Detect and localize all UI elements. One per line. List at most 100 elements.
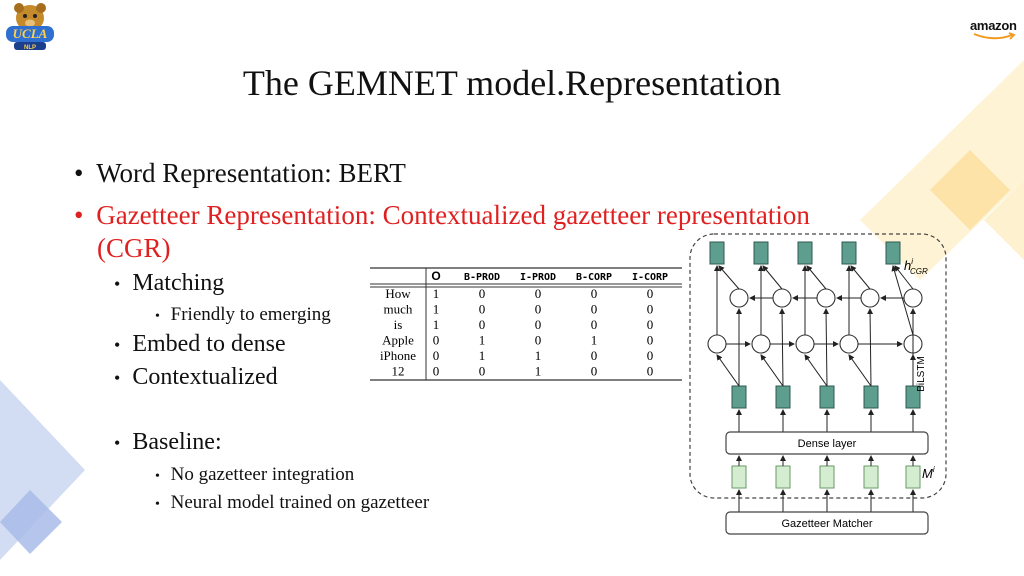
match-vector <box>819 465 835 489</box>
dense-layer-label: Dense layer <box>798 438 857 450</box>
table-cell: 0 <box>535 286 542 301</box>
table-cell: 0 <box>591 302 598 317</box>
bilstm-label: BiLSTM <box>916 356 927 392</box>
input-arrow <box>804 354 828 387</box>
table-cell: 0 <box>647 333 654 348</box>
svg-text:UCLA: UCLA <box>13 26 48 41</box>
table-header-cell: I-CORP <box>632 272 668 283</box>
table-row-word: iPhone <box>380 348 416 363</box>
bullet-gazetteer-representation-continued: (CGR) <box>97 233 171 264</box>
table-cell: 0 <box>647 364 654 379</box>
table-cell: 0 <box>647 317 654 332</box>
bullet-text: No gazetteer integration <box>170 464 355 485</box>
table-cell: 0 <box>647 348 654 363</box>
svg-text:NLP: NLP <box>24 45 36 51</box>
cgr-module-outline <box>689 233 947 499</box>
sub-bullet-matching: • Matching <box>114 270 224 297</box>
table-row-word: How <box>385 286 411 301</box>
output-vector <box>885 241 901 265</box>
sub-bullet-contextualized: • Contextualized <box>114 364 278 391</box>
input-arrow <box>823 308 830 387</box>
table-row-word: 12 <box>392 364 405 379</box>
decor-shapes-left <box>0 380 85 560</box>
m-sup: i <box>933 465 935 474</box>
forward-lstm-cell <box>751 334 771 354</box>
table-cell: 0 <box>479 317 486 332</box>
table-cell: 0 <box>591 317 598 332</box>
table-header-cell: B-CORP <box>576 272 612 283</box>
backward-lstm-cell <box>860 288 880 308</box>
table-header-cell: I-PROD <box>520 272 556 283</box>
table-cell: 0 <box>591 348 598 363</box>
bullet-marker: • <box>114 274 121 294</box>
forward-lstm-cell <box>839 334 859 354</box>
table-cell: 0 <box>591 286 598 301</box>
table-cell: 1 <box>433 302 440 317</box>
bullet-marker: • <box>114 433 121 453</box>
dense-layer-box <box>725 431 929 455</box>
output-arrow <box>850 265 871 290</box>
output-arrow <box>894 265 914 290</box>
bullet-text: Matching <box>132 270 225 296</box>
input-arrow <box>760 354 784 387</box>
output-arrow <box>891 265 914 336</box>
dense-vector <box>819 385 835 409</box>
sub-sub-bullet-no-gazetteer: • No gazetteer integration <box>155 464 354 486</box>
bullet-text: Gazetteer Representation: Contextualized… <box>96 200 810 230</box>
gazetteer-matcher-label: Gazetteer Matcher <box>781 518 872 530</box>
forward-lstm-cell <box>707 334 727 354</box>
table-cell: 0 <box>433 348 440 363</box>
bullet-marker: • <box>74 158 84 188</box>
bullet-marker: • <box>74 200 84 230</box>
table-header-cell: B-PROD <box>464 272 500 283</box>
bullet-marker: • <box>114 368 121 388</box>
m-label: Mi <box>922 465 935 481</box>
bullet-text: Word Representation: BERT <box>96 158 406 188</box>
dense-vector <box>731 385 747 409</box>
output-vector <box>753 241 769 265</box>
backward-lstm-cell <box>729 288 749 308</box>
output-arrow <box>718 265 740 290</box>
backward-lstm-cell <box>903 288 923 308</box>
table-cell: 0 <box>479 364 486 379</box>
table-row-word: much <box>384 302 413 317</box>
bullet-marker: • <box>155 469 160 484</box>
bullet-text: (CGR) <box>97 233 171 263</box>
output-vector <box>709 241 725 265</box>
sub-bullet-baseline: • Baseline: <box>114 429 222 456</box>
backward-lstm-cell <box>772 288 792 308</box>
table-cell: 0 <box>535 317 542 332</box>
ucla-nlp-logo: UCLA NLP <box>6 3 54 51</box>
output-arrow <box>762 265 783 290</box>
table-cell: 1 <box>535 364 542 379</box>
table-cell: 1 <box>433 317 440 332</box>
table-cell: 1 <box>479 333 486 348</box>
h-cgr-base: h <box>904 258 911 273</box>
table-cell: 0 <box>479 302 486 317</box>
table-cell: 0 <box>647 302 654 317</box>
slide-title: The GEMNET model.Representation <box>242 63 782 103</box>
bullet-marker: • <box>155 497 160 512</box>
bullet-marker: • <box>114 335 121 355</box>
amazon-logo-text: amazon <box>970 18 1017 33</box>
table-cell: 1 <box>591 333 598 348</box>
table-header-cell: O <box>431 269 440 283</box>
table-row-word: Apple <box>382 333 414 348</box>
decor-shapes-right <box>860 60 1024 280</box>
output-vector <box>797 241 813 265</box>
table-row-word: is <box>394 317 403 332</box>
bullet-text: Friendly to emerging <box>170 304 331 325</box>
table-cell: 0 <box>647 286 654 301</box>
table-cell: 0 <box>591 364 598 379</box>
match-vector <box>775 465 791 489</box>
bullet-text: Contextualized <box>132 364 278 390</box>
sub-sub-bullet-neural-model: • Neural model trained on gazetteer <box>155 492 429 514</box>
table-cell: 1 <box>433 286 440 301</box>
bullet-text: Embed to dense <box>132 331 286 357</box>
table-cell: 0 <box>535 333 542 348</box>
bullet-gazetteer-representation: • Gazetteer Representation: Contextualiz… <box>74 200 810 231</box>
table-cell: 0 <box>479 286 486 301</box>
